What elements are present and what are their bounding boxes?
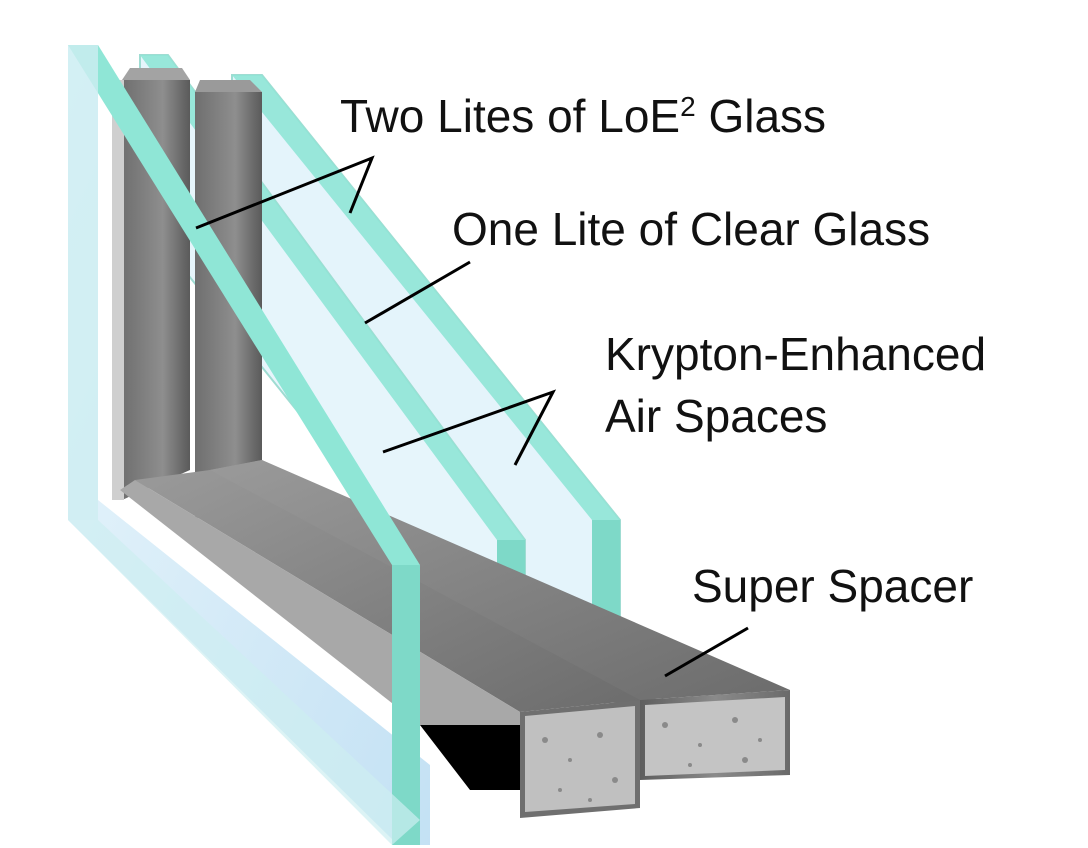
leader-krypton bbox=[382, 389, 557, 466]
label-krypton-line2: Air Spaces bbox=[605, 390, 827, 442]
spacer-end-texture bbox=[542, 717, 762, 802]
label-lowe-glass: Two Lites of LoE2 Glass bbox=[340, 90, 826, 142]
label-lowe-glass-prefix: Two Lites of LoE bbox=[340, 90, 680, 142]
label-spacer: Super Spacer bbox=[692, 560, 973, 612]
label-krypton-line1: Krypton-Enhanced bbox=[605, 328, 986, 380]
front-glass-lite bbox=[68, 45, 430, 845]
leader-spacer bbox=[664, 626, 749, 678]
leader-clear-glass bbox=[364, 260, 471, 325]
spacer-bar-rear bbox=[210, 460, 790, 780]
label-lowe-glass-superscript: 2 bbox=[680, 91, 696, 122]
label-clear-glass: One Lite of Clear Glass bbox=[452, 203, 930, 255]
vertical-spacer-rear bbox=[195, 80, 262, 520]
label-lowe-glass-suffix: Glass bbox=[696, 90, 826, 142]
leader-lines bbox=[195, 155, 749, 678]
leader-lowe-glass bbox=[195, 155, 375, 230]
